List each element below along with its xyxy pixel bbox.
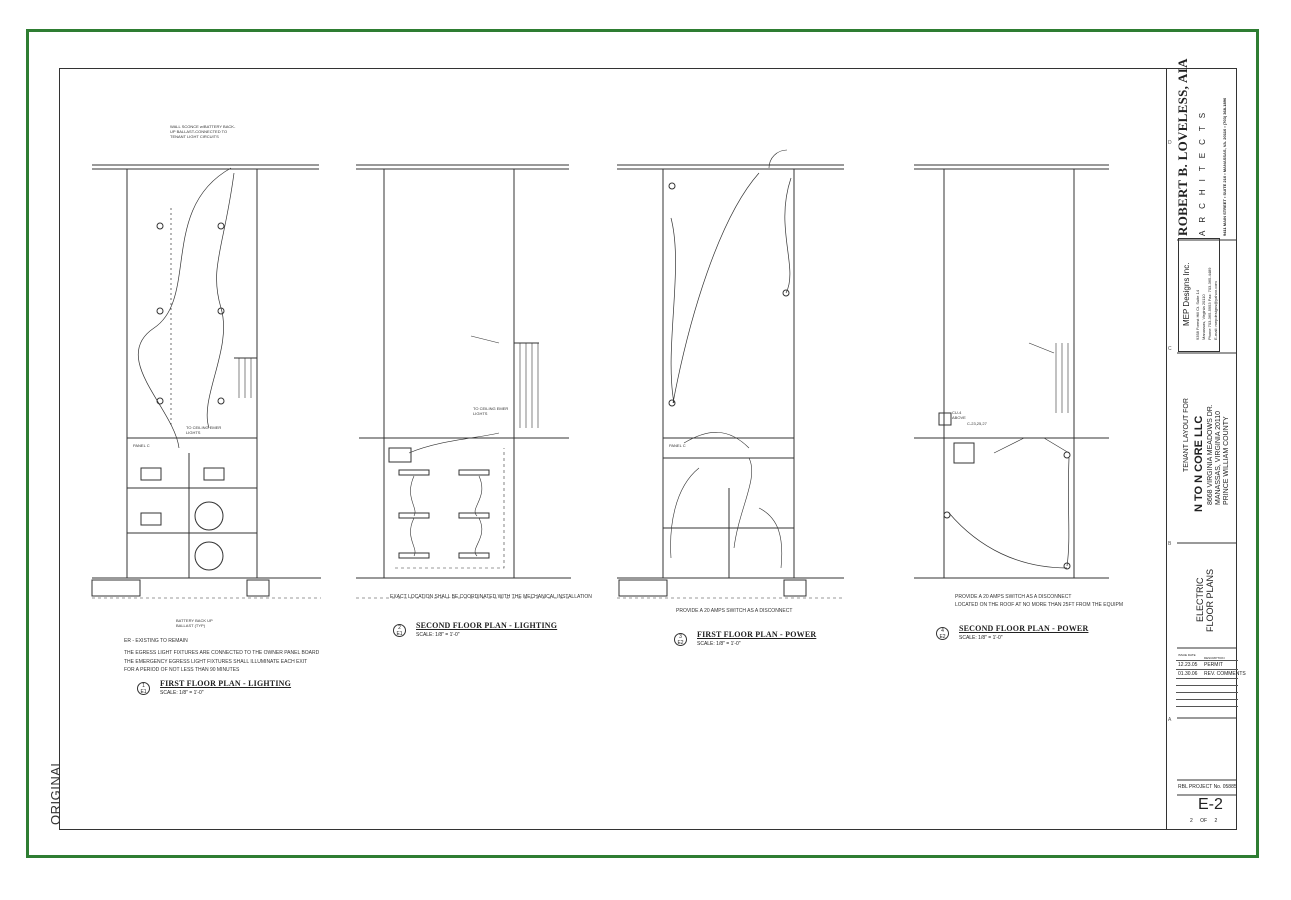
grid-letter-d: D (1168, 140, 1172, 146)
sheet-of: 2 OF 2 (1190, 818, 1218, 824)
plan-3-linework (617, 149, 844, 599)
sheet-border (26, 29, 1259, 858)
plan-4-cu-label: CU-4 ABOVE (952, 410, 966, 420)
plan-1-panel-label: PANEL C (133, 443, 150, 448)
revision-1-date: 12.23.05 (1178, 662, 1198, 668)
plan-2-scale: SCALE: 1/8" = 1'-0" (416, 632, 460, 638)
plan-1-sconce-note: WALL SCONCE w/BATTERY BACK-UP BALLAST-CO… (170, 124, 236, 139)
plan-4-note-1: PROVIDE A 20 AMPS SWITCH AS A DISCONNECT (955, 594, 1072, 600)
drawing-sheet (59, 68, 1237, 830)
revision-2-desc: REV. COMMENTS (1204, 671, 1246, 677)
plan-4-circuits-label: C-23,25,27 (967, 421, 987, 426)
grid-letter-a: A (1168, 717, 1172, 723)
plan-1-note-2: THE EGRESS LIGHT FIXTURES ARE CONNECTED … (124, 650, 320, 656)
plan-3-title: FIRST FLOOR PLAN - POWER (697, 630, 817, 639)
plan-3-panel-label: PANEL C (669, 443, 686, 448)
plan-2-linework (356, 164, 571, 599)
plan-1-scale: SCALE: 1/8" = 1'-0" (160, 690, 204, 696)
project-number: RBL PROJECT No. 05885 (1178, 784, 1237, 790)
title-block-dividers (1177, 239, 1237, 796)
revision-header-date: ISSUE DATE (1178, 653, 1196, 657)
plan-3-note-1: PROVIDE A 20 AMPS SWITCH AS A DISCONNECT (676, 608, 793, 614)
grid-letter-c: C (1168, 346, 1172, 352)
mep-designer-box (1178, 238, 1220, 352)
plan-4-title: SECOND FLOOR PLAN - POWER (959, 624, 1089, 633)
plan-2-note-1: EXACT LOCATION SHALL BE COORDINATED WITH… (390, 594, 592, 600)
plan-1-title: FIRST FLOOR PLAN - LIGHTING (160, 679, 292, 688)
drawing-area (60, 69, 1167, 829)
plan-4-linework (914, 164, 1109, 579)
plan-1-note-4: FOR A PERIOD OF NOT LESS THAN 90 MINUTES (124, 667, 240, 673)
plan-4-note-2: LOCATED ON THE ROOF AT NO MORE THAN 25FT… (955, 602, 1123, 608)
revision-header-desc: DESCRIPTION (1204, 656, 1225, 660)
floor-plans-drawing (91, 149, 1109, 599)
plan-4-scale: SCALE: 1/8" = 1'-0" (959, 635, 1003, 641)
plan-1-note-1: ER - EXISTING TO REMAIN (124, 638, 188, 644)
plan-2-ceiling-note: TO CEILING EMER LIGHTS (473, 406, 509, 416)
grid-letter-b: B (1168, 541, 1172, 547)
plan-1-ceiling-note: TO CEILING EMER LIGHTS (186, 425, 222, 435)
plan-3-scale: SCALE: 1/8" = 1'-0" (697, 641, 741, 647)
original-stamp: ORIGINAL (48, 758, 63, 825)
plan-2-title: SECOND FLOOR PLAN - LIGHTING (416, 621, 558, 630)
revision-table: ISSUE DATE DESCRIPTION 12.23.05 PERMIT 0… (1176, 652, 1246, 716)
plan-1-linework (91, 164, 321, 599)
plan-1-note-3: THE EMERGENCY EGRESS LIGHT FIXTURES SHAL… (124, 659, 308, 665)
revision-1-desc: PERMIT (1204, 662, 1223, 668)
sheet-number: E-2 (1198, 796, 1223, 813)
revision-2-date: 01.30.06 (1178, 671, 1198, 677)
plan-1-battery-note: BATTERY BACK UP BALLAST (TYP) (176, 618, 213, 628)
